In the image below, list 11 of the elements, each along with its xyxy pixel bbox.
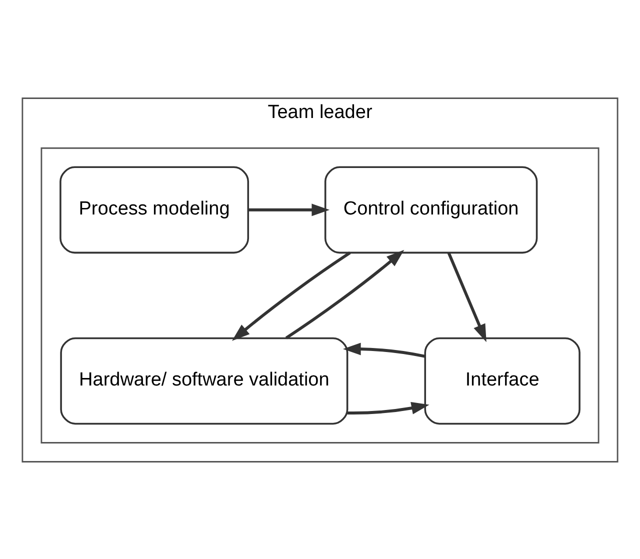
node-box: Interface — [424, 336, 580, 424]
arrow — [232, 251, 351, 340]
node-box: Hardware/ software validation — [60, 336, 348, 424]
arrow — [342, 342, 426, 358]
arrow — [248, 203, 330, 216]
node-box: Process modeling — [60, 166, 250, 254]
arrow — [347, 401, 430, 414]
cluster — [40, 146, 600, 443]
node-box: Control configuration — [324, 166, 538, 254]
arrow — [447, 252, 486, 342]
arrow — [285, 249, 404, 339]
